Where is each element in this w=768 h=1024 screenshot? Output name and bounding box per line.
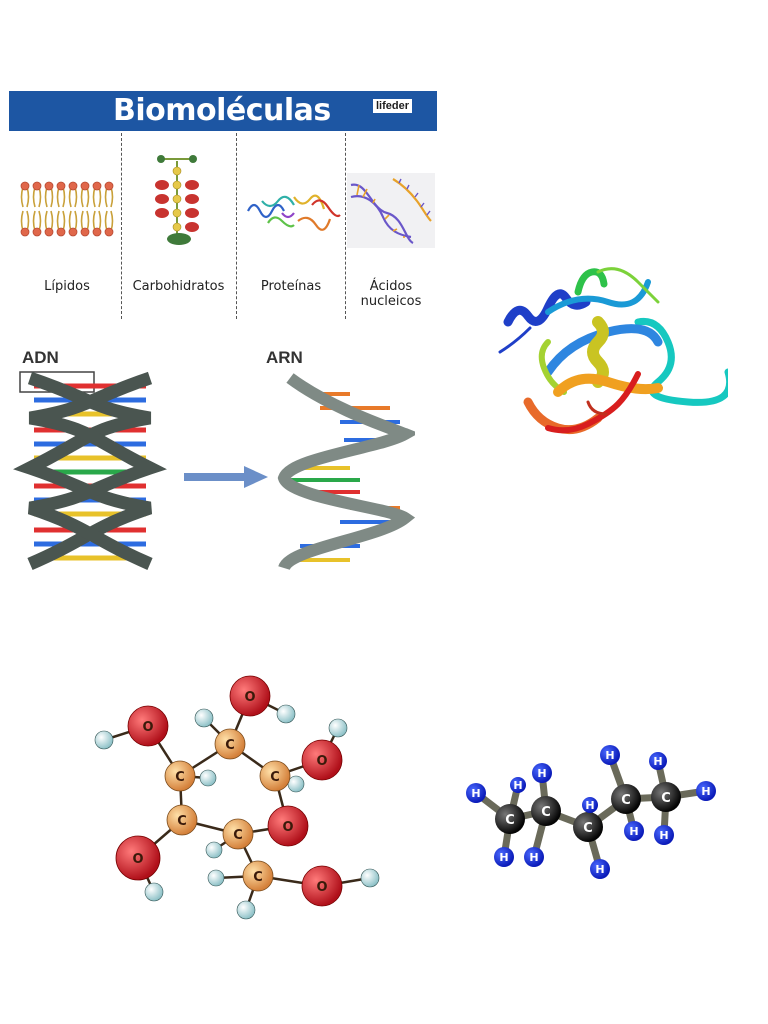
protein-structure-icon [247,194,341,231]
atom-label: O [132,852,143,867]
atom-label: C [253,870,263,885]
infographic-title: Biomoléculas [113,93,331,128]
rna-single-strand [277,373,415,572]
category-label-proteins: Proteínas [260,279,322,294]
infographic-header [9,91,437,131]
atom-label: H [537,767,546,780]
atom-label: H [529,851,538,864]
lipid-bilayer-icon [20,181,114,237]
glucose-molecule: O O O O O O C C C C C C [94,675,380,920]
nucleic-acid-icon [347,173,435,248]
protein-ribbon-image [498,267,728,435]
carbohydrate-chain-icon [155,155,199,245]
atom-label: H [471,787,480,800]
atom-label: O [142,720,153,735]
atom-label: H [629,825,638,838]
category-label-lipids: Lípidos [44,279,90,294]
atom-label: H [701,785,710,798]
atom-label: C [175,770,185,785]
arrow-icon [184,466,268,488]
atom-label: C [177,814,187,829]
atom-label: O [244,690,255,705]
atom-label: H [513,779,522,792]
column-divider [236,133,237,319]
atom-label: H [595,863,604,876]
atom-label: H [585,799,594,812]
biomolecules-infographic: Biomoléculas lifeder [9,91,437,321]
atom-label: C [270,770,280,785]
atom-label: C [233,828,243,843]
category-label-carbohydrates: Carbohidratos [132,279,225,294]
atom-label: O [282,820,293,835]
atom-label: O [316,754,327,769]
dna-double-helix [13,371,167,570]
brand-logo: lifeder [373,99,413,113]
category-label-nucleic-acids-line1: Ácidos [369,279,413,294]
atom-label: C [583,821,593,836]
atom-label: H [653,755,662,768]
atom-label: C [621,793,631,808]
column-divider [345,133,346,319]
category-label-nucleic-acids-line2: nucleicos [360,294,422,309]
atom-label: O [316,880,327,895]
column-divider [121,133,122,319]
atom-label: C [505,813,515,828]
atom-label: C [225,738,235,753]
hydrocarbon-molecule: C C C C C H H H H H H H H H H H H [466,745,716,879]
atom-label: H [605,749,614,762]
rna-label: ARN [266,348,303,367]
atom-label: C [541,805,551,820]
atom-label: C [661,791,671,806]
atom-label: H [659,829,668,842]
dna-label: ADN [22,348,59,367]
atom-label: H [499,851,508,864]
